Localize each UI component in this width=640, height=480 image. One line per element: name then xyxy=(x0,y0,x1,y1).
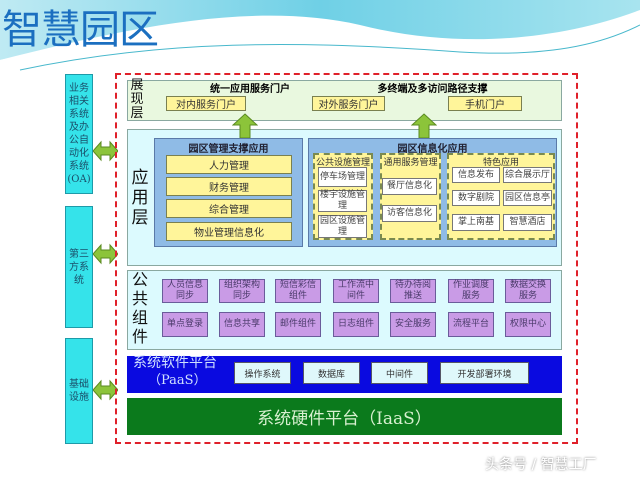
double-arrow-icon xyxy=(93,243,118,265)
devops-env-box: 开发部署环境 xyxy=(440,362,529,384)
up-arrow-icon xyxy=(232,113,258,139)
internal-portal: 对内服务门户 xyxy=(166,96,246,111)
component-box: 工作流中间件 xyxy=(333,279,379,303)
page-title: 智慧园区 xyxy=(2,7,159,53)
up-arrow-icon xyxy=(411,113,437,139)
platform-boundary xyxy=(115,73,578,444)
component-box: 日志组件 xyxy=(333,312,379,337)
mobile-portal: 手机门户 xyxy=(448,96,522,111)
component-box: 安全服务 xyxy=(390,312,436,337)
component-box: 数据交换服务 xyxy=(505,279,551,303)
component-box: 流程平台 xyxy=(448,312,494,337)
external-portal: 对外服务门户 xyxy=(312,96,385,111)
header-wave xyxy=(0,0,640,71)
component-box: 信息共享 xyxy=(219,312,265,337)
watermark: 头条号 / 智慧工厂 xyxy=(485,457,597,473)
property-management: 物业管理信息化 xyxy=(166,222,292,241)
component-box: 单点登录 xyxy=(162,312,208,337)
component-box: 作业调度服务 xyxy=(448,279,494,303)
double-arrow-icon xyxy=(93,140,118,162)
finance-management: 财务管理 xyxy=(166,177,292,196)
multi-terminal-title: 多终端及多访问路径支撑 xyxy=(377,84,488,95)
common-components-label: 公共组件 xyxy=(131,270,148,346)
oa-system-box: 业务相关系统及办公自动化系统(OA) xyxy=(65,74,93,194)
component-box: 组织架构同步 xyxy=(219,279,265,303)
mobile-nanji: 掌上南基 xyxy=(452,214,500,231)
visitor-info: 访客信息化 xyxy=(382,205,437,222)
general-service-group: 通用服务管理 xyxy=(380,153,441,240)
paas-title: 系统软件平台 xyxy=(133,355,217,371)
application-layer-label: 应用层 xyxy=(131,168,149,228)
presentation-layer-label: 展现层 xyxy=(130,78,144,121)
third-party-system-box: 第三方系统 xyxy=(65,206,93,328)
os-box: 操作系统 xyxy=(234,362,291,384)
special-apps-title: 特色应用 xyxy=(482,158,519,168)
general-management: 综合管理 xyxy=(166,199,292,218)
public-facility-title: 公共设施管理 xyxy=(315,158,370,168)
database-box: 数据库 xyxy=(303,362,360,384)
component-box: 邮件组件 xyxy=(275,312,321,337)
park-facility-management: 园区设施管理 xyxy=(318,215,367,238)
iaas-layer: 系统硬件平台（IaaS） xyxy=(127,398,562,435)
component-box: 待办待阅推送 xyxy=(390,279,436,303)
park-info-title: 园区信息化应用 xyxy=(397,144,468,155)
park-management-title: 园区管理支撑应用 xyxy=(188,144,269,155)
smart-hotel: 智慧酒店 xyxy=(503,214,552,231)
building-facility-management: 楼宇设施管理 xyxy=(318,190,367,212)
component-box: 短信彩信组件 xyxy=(275,279,321,303)
parking-management: 停车场管理 xyxy=(318,167,367,187)
component-box: 权限中心 xyxy=(505,312,551,337)
general-service-title: 通用服务管理 xyxy=(383,158,438,168)
middleware-box: 中间件 xyxy=(371,362,428,384)
info-kiosk: 园区信息亭 xyxy=(503,190,552,206)
hr-management: 人力管理 xyxy=(166,155,292,174)
restaurant-info: 餐厅信息化 xyxy=(382,178,437,195)
double-arrow-icon xyxy=(93,379,118,401)
portal-group-title: 统一应用服务门户 xyxy=(210,84,290,95)
info-publish: 信息发布 xyxy=(452,167,500,183)
paas-subtitle: （PaaS） xyxy=(148,373,207,388)
infrastructure-box: 基础设施 xyxy=(65,338,93,444)
digital-theater: 数字剧院 xyxy=(452,190,500,206)
component-box: 人员信息同步 xyxy=(162,279,208,303)
exhibition-hall: 综合展示厅 xyxy=(503,167,552,183)
